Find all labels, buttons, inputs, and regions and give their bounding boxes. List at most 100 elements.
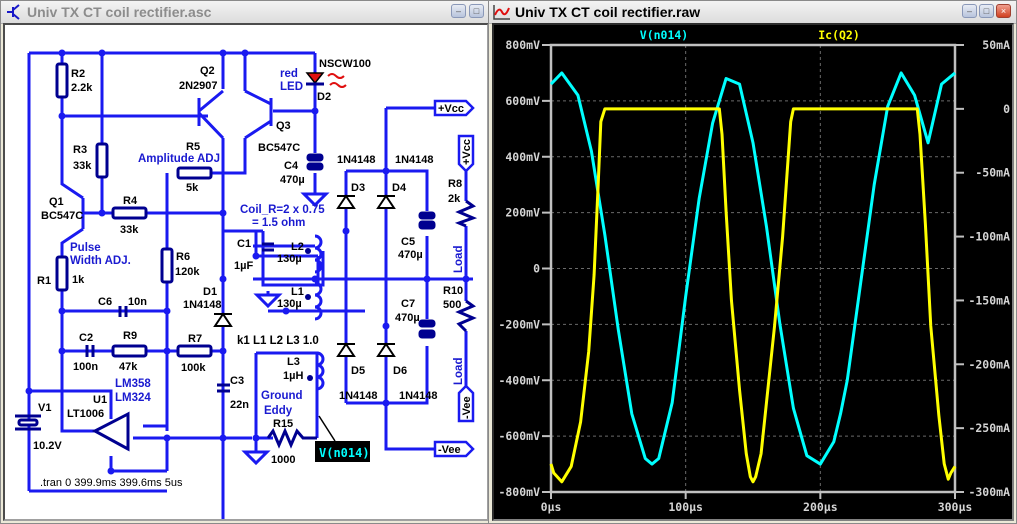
maximize-button[interactable]: □ — [469, 4, 484, 18]
r9-ref: R9 — [123, 330, 137, 342]
c5-value: 470µ — [398, 249, 423, 261]
x-tick-label: 100µs — [668, 500, 703, 514]
close-button[interactable]: × — [996, 4, 1011, 18]
waveform-title: Univ TX CT coil rectifier.raw — [515, 4, 701, 20]
probe-label-box — [315, 441, 370, 462]
l2-ref: L2 — [291, 241, 304, 253]
lm358-note: LM358 — [115, 378, 151, 390]
r5-body — [176, 166, 213, 180]
c1-plates — [262, 242, 274, 252]
l1-value: 130µ — [277, 298, 302, 310]
lm324-note: LM324 — [115, 392, 151, 404]
c2-value: 100n — [73, 361, 98, 373]
d3-ref: D3 — [351, 182, 365, 194]
vcc-flag-vertical — [457, 134, 475, 173]
coil-r-note-1: Coil_R=2 x 0.75 — [240, 204, 325, 216]
minimize-button[interactable]: – — [451, 4, 466, 18]
c7-ref: C7 — [401, 298, 415, 310]
l1-coil — [314, 281, 323, 321]
y-left-tick-label: 0 — [533, 262, 540, 276]
d1-value: 1N4148 — [183, 299, 222, 311]
pulse-note: Pulse — [70, 242, 101, 254]
schematic-window[interactable]: Univ TX CT coil rectifier.asc – □ — [0, 0, 490, 524]
y-right-tick-label: -300mA — [968, 485, 1010, 499]
y-right-tick-label: 50mA — [982, 38, 1010, 52]
y-left-tick-label: 400mV — [505, 150, 540, 164]
vcc-flag-vertical-text: +Vcc — [461, 139, 473, 165]
r8-body — [454, 199, 478, 228]
c4-value: 470µ — [280, 174, 305, 186]
ground-icon — [253, 291, 283, 309]
amplitude-adj-note: Amplitude ADJ — [138, 153, 220, 165]
r10-value: 500 — [443, 299, 461, 311]
capacitors — [85, 153, 436, 393]
c3-value: 22n — [230, 399, 249, 411]
r10-ref: R10 — [443, 285, 463, 297]
r6-body — [160, 247, 174, 284]
r8-ref: R8 — [448, 178, 462, 190]
legend-icq2: Ic(Q2) — [818, 28, 860, 42]
d4-ref: D4 — [392, 182, 407, 194]
led-light-icon — [327, 73, 347, 88]
c6-ref: C6 — [98, 296, 112, 308]
waveform-app-icon — [493, 5, 510, 20]
resistor-bodies — [55, 62, 213, 358]
spice-directive[interactable]: .tran 0 399.9ms 399.6ms 5us — [40, 477, 183, 489]
y-left-tick-label: 200mV — [505, 206, 540, 220]
r1-ref: R1 — [37, 275, 51, 287]
q3-ref: Q3 — [276, 120, 291, 132]
r1-value: 1k — [72, 274, 85, 286]
ground-symbols — [241, 191, 330, 466]
d3-value: 1N4148 — [337, 154, 376, 166]
r1-body — [55, 255, 69, 292]
maximize-button[interactable]: □ — [979, 4, 994, 18]
r7-body — [176, 344, 213, 358]
d6-value: 1N4148 — [399, 390, 438, 402]
r8-value: 2k — [448, 193, 461, 205]
c1-ref: C1 — [237, 238, 251, 250]
q2-value: 2N2907 — [179, 80, 218, 92]
d2-led-symbol — [305, 72, 325, 85]
width-adj-note: Width ADJ. — [70, 255, 131, 267]
y-left-tick-label: 800mV — [505, 38, 540, 52]
y-left-tick-label: 600mV — [505, 94, 540, 108]
q1-ref: Q1 — [49, 196, 64, 208]
d5-symbol — [336, 342, 356, 357]
schematic-titlebar[interactable]: Univ TX CT coil rectifier.asc – □ — [1, 1, 489, 24]
minimize-button[interactable]: – — [962, 4, 977, 18]
opamp-u1-symbol — [91, 411, 130, 452]
q3-value: BC547C — [258, 142, 300, 154]
c5-plate — [418, 211, 436, 220]
series-line-icq2 — [549, 107, 957, 484]
l2-coil — [314, 234, 323, 274]
r5-value: 5k — [186, 182, 199, 194]
c7-value: 470µ — [395, 312, 420, 324]
probe-label[interactable]: V(n014) — [319, 446, 370, 460]
y-left-tick-label: -600mV — [498, 429, 540, 443]
vee-flag-vertical-text: -Vee — [461, 396, 473, 419]
vee-flag-text: -Vee — [438, 444, 461, 456]
r5-ref: R5 — [186, 141, 200, 153]
ground-note: Ground — [261, 390, 303, 402]
y-right-tick-label: -200mA — [968, 357, 1010, 371]
y-left-tick-label: -400mV — [498, 373, 540, 387]
x-tick-label: 300µs — [938, 500, 973, 514]
y-right-tick-label: 0 — [1003, 102, 1010, 116]
d2-value: NSCW100 — [319, 58, 371, 70]
vcc-flag-text: +Vcc — [438, 103, 464, 115]
probe-leader — [318, 415, 336, 442]
waveform-plot[interactable]: 800mV600mV400mV200mV0-200mV-400mV-600mV-… — [494, 25, 1012, 519]
q3-symbol — [244, 89, 273, 140]
schematic-canvas[interactable]: R2 2.2k Q2 2N2907 R3 33k R5 Amplitude AD… — [3, 23, 489, 521]
legend-vn014: V(n014) — [640, 28, 688, 42]
waveform-window[interactable]: Univ TX CT coil rectifier.raw – □ × 800m… — [488, 0, 1017, 524]
q1-value: BC547C — [41, 210, 83, 222]
waveform-titlebar[interactable]: Univ TX CT coil rectifier.raw – □ × — [489, 1, 1016, 24]
coil-r-note-2: = 1.5 ohm — [252, 217, 305, 229]
r15-value: 1000 — [271, 454, 295, 466]
r3-body — [95, 142, 109, 179]
d4-value: 1N4148 — [395, 154, 434, 166]
c3-ref: C3 — [230, 375, 244, 387]
l3-ref: L3 — [287, 356, 300, 368]
